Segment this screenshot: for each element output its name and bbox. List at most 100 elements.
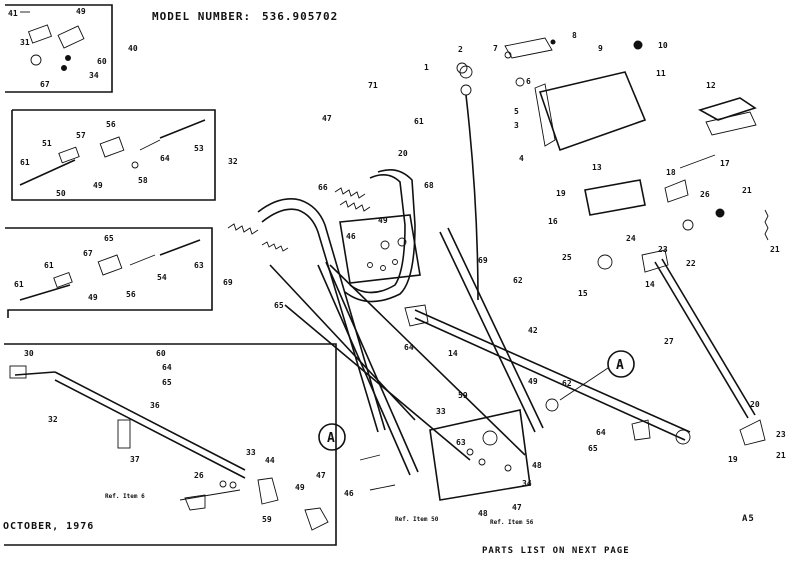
- part-label: 33: [246, 448, 256, 457]
- part-label: 21: [776, 451, 786, 460]
- part-label: 50: [56, 189, 66, 198]
- part-label: 60: [156, 349, 166, 358]
- ref-item-50: Ref. Item 50: [395, 516, 439, 523]
- part-label: 44: [265, 456, 275, 465]
- parts-list-note: PARTS LIST ON NEXT PAGE: [482, 546, 630, 556]
- callout-a-main: A: [559, 350, 635, 401]
- part-label: 4: [519, 154, 524, 163]
- inset-box-linkage-upper: [11, 109, 216, 201]
- part-label: 59: [262, 515, 272, 524]
- part-label: 5: [514, 107, 519, 116]
- part-label: 27: [664, 337, 674, 346]
- part-label: 34: [522, 479, 532, 488]
- upper-handle: [257, 169, 416, 433]
- part-label: 49: [378, 216, 388, 225]
- date-text: OCTOBER, 1976: [3, 521, 95, 532]
- part-label: 56: [106, 120, 116, 129]
- part-label: 65: [274, 301, 284, 310]
- part-label: 69: [223, 278, 233, 287]
- top-right-assembly: [456, 37, 757, 152]
- part-label: 63: [194, 261, 204, 270]
- part-label: 16: [548, 217, 558, 226]
- ref-item-6: Ref. Item 6: [105, 493, 145, 500]
- cable: [459, 65, 479, 301]
- part-label: 23: [776, 430, 786, 439]
- part-label: 18: [666, 168, 676, 177]
- part-label: 49: [528, 377, 538, 386]
- inset-box-top-left: [5, 4, 113, 93]
- part-label: 69: [478, 256, 488, 265]
- part-label: 63: [456, 438, 466, 447]
- springs: [227, 187, 371, 252]
- part-label: 66: [318, 183, 328, 192]
- part-label: 11: [656, 69, 666, 78]
- part-label: 23: [658, 245, 668, 254]
- part-label: 47: [512, 503, 522, 512]
- part-label: 21: [742, 186, 752, 195]
- part-label: 19: [728, 455, 738, 464]
- part-label: 9: [598, 44, 603, 53]
- callout-a-inset: A: [318, 350, 346, 451]
- part-label: 60: [97, 57, 107, 66]
- part-label: 30: [24, 349, 34, 358]
- part-label: 19: [556, 189, 566, 198]
- part-labels: 41 49 40 31 60 34 67 56 57 51 64 53 32 6…: [8, 7, 786, 524]
- callout-a-inset-text: A: [327, 431, 335, 446]
- part-label: 56: [126, 290, 136, 299]
- part-label: 64: [596, 428, 606, 437]
- part-label: 65: [104, 234, 114, 243]
- part-label: 26: [194, 471, 204, 480]
- shift-rod: [404, 304, 691, 445]
- part-label: 68: [424, 181, 434, 190]
- part-label: 6: [526, 77, 531, 86]
- right-gear-assembly: [584, 154, 769, 446]
- part-label: 42: [528, 326, 538, 335]
- part-label: 17: [720, 159, 730, 168]
- part-label: 21: [770, 245, 780, 254]
- part-label: 41: [8, 9, 18, 18]
- page-code: A5: [742, 514, 755, 524]
- part-label: 14: [645, 280, 655, 289]
- part-label: 10: [658, 41, 668, 50]
- part-label: 71: [368, 81, 378, 90]
- model-number-label: MODEL NUMBER:: [152, 10, 252, 23]
- part-label: 7: [493, 44, 498, 53]
- part-label: 57: [76, 131, 86, 140]
- part-label: 61: [414, 117, 424, 126]
- inset-box-linkage-lower: [5, 227, 213, 318]
- ref-item-56: Ref. Item 56: [490, 519, 534, 526]
- part-label: 31: [20, 38, 30, 47]
- part-label: 33: [436, 407, 446, 416]
- part-label: 49: [88, 293, 98, 302]
- part-label: 36: [150, 401, 160, 410]
- part-label: 15: [578, 289, 588, 298]
- part-label: 61: [20, 158, 30, 167]
- part-label: 13: [592, 163, 602, 172]
- inset-box-bottom-left: [4, 343, 337, 546]
- part-label: 49: [93, 181, 103, 190]
- part-label: 34: [89, 71, 99, 80]
- part-label: 20: [398, 149, 408, 158]
- part-label: 49: [76, 7, 86, 16]
- part-label: 25: [562, 253, 572, 262]
- part-label: 64: [162, 363, 172, 372]
- part-label: 32: [48, 415, 58, 424]
- part-label: 26: [700, 190, 710, 199]
- part-label: 54: [157, 273, 167, 282]
- part-label: 24: [626, 234, 636, 243]
- part-label: 61: [44, 261, 54, 270]
- engine-bracket-lower: [359, 398, 559, 501]
- callout-a-main-text: A: [616, 358, 624, 373]
- part-label: 67: [83, 249, 93, 258]
- part-label: 14: [448, 349, 458, 358]
- part-label: 49: [295, 483, 305, 492]
- part-label: 64: [160, 154, 170, 163]
- part-label: 47: [322, 114, 332, 123]
- part-label: 53: [194, 144, 204, 153]
- part-label: 62: [513, 276, 523, 285]
- part-label: 51: [42, 139, 52, 148]
- part-label: 67: [40, 80, 50, 89]
- lower-handle-bars: [269, 227, 544, 476]
- part-label: 48: [478, 509, 488, 518]
- model-number-value: 536.905702: [262, 10, 339, 23]
